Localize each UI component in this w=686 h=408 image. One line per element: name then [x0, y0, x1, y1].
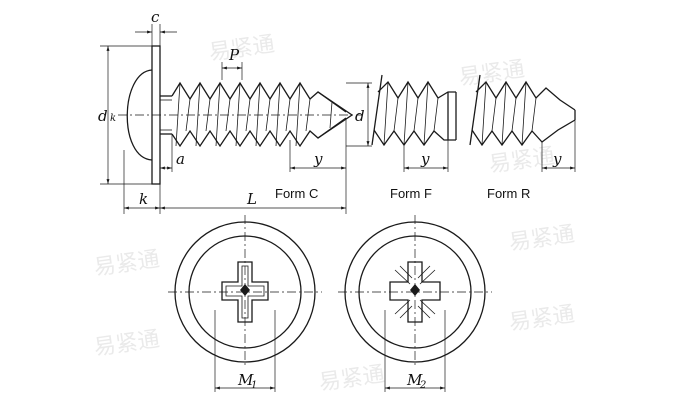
label-form-f: Form F [390, 186, 432, 201]
label-form-r: Form R [487, 186, 530, 201]
screw-side-view-form-f [371, 74, 457, 147]
watermark-text: 易紧通 [207, 32, 276, 66]
label-dk-sub: k [110, 113, 116, 124]
label-y-form-c: y [313, 150, 323, 168]
label-y-form-f: y [420, 150, 430, 168]
screw-side-view-form-r [469, 74, 576, 147]
label-m1-sub: 1 [251, 380, 257, 391]
head-top-view-left [168, 215, 322, 392]
dimension-lines [100, 24, 576, 214]
watermark-text: 易紧通 [92, 247, 161, 281]
label-a: a [176, 150, 185, 168]
watermark-layer: 易紧通 易紧通 易紧通 易紧通 易紧通 易紧通 易紧通 易紧通 [92, 32, 576, 396]
watermark-text: 易紧通 [507, 302, 576, 336]
label-c: c [151, 8, 160, 26]
watermark-text: 易紧通 [507, 222, 576, 256]
label-m2: M [406, 371, 423, 389]
head-top-view-right [338, 215, 492, 392]
label-m2-sub: 2 [419, 380, 426, 391]
watermark-text: 易紧通 [457, 57, 526, 91]
label-k: k [139, 190, 148, 208]
watermark-text: 易紧通 [487, 144, 556, 178]
label-l: L [246, 190, 257, 208]
watermark-text: 易紧通 [317, 362, 386, 396]
dimension-labels: c P d k d a y y y k L Form C Form F Form… [98, 8, 562, 208]
label-y-form-r: y [552, 150, 562, 168]
screw-side-view-form-c [118, 45, 362, 185]
label-p: P [228, 46, 240, 64]
label-m1: M [237, 371, 254, 389]
label-d: d [355, 107, 365, 125]
watermark-text: 易紧通 [92, 327, 161, 361]
label-form-c: Form C [275, 186, 318, 201]
label-dk: d [98, 107, 108, 125]
